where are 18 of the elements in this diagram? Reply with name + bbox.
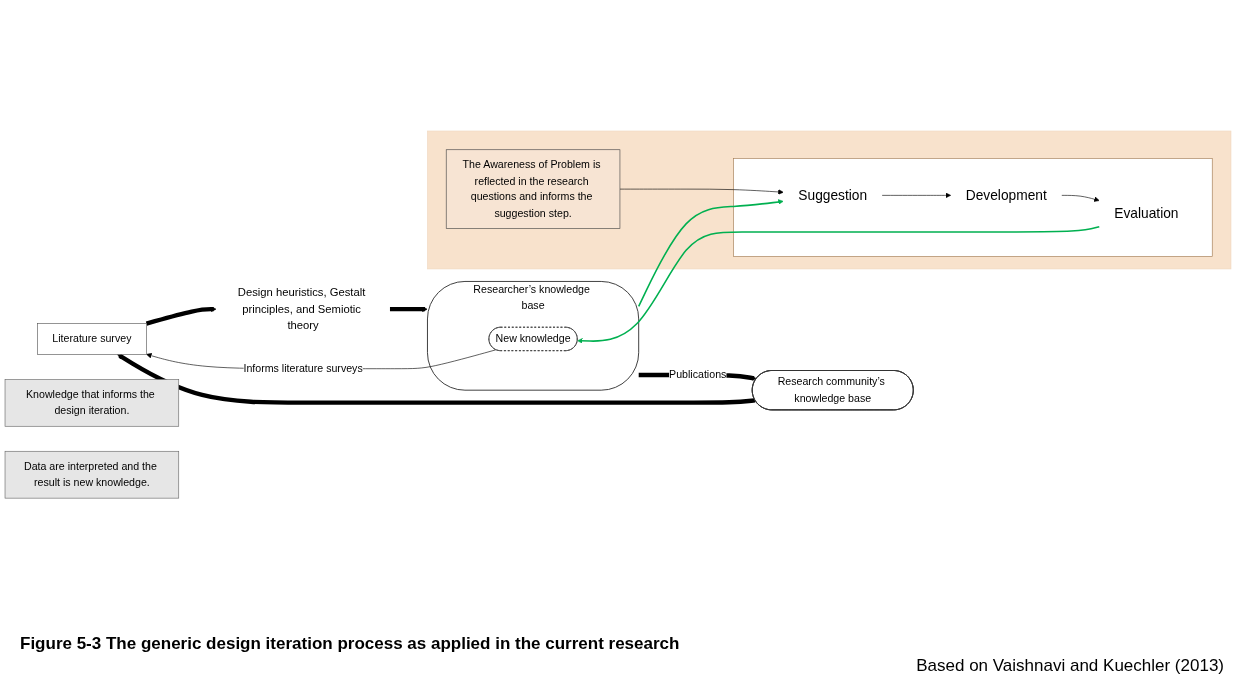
source-note: Based on Vaishnavi and Kuechler (2013) <box>916 656 1224 676</box>
edge-label: Informs literature surveys <box>243 363 363 375</box>
node-box: Data are interpreted and the result is new knowledge. <box>4 451 180 499</box>
node-text: Evaluation <box>1114 206 1179 222</box>
arrow <box>389 306 428 313</box>
cluster <box>427 131 1232 270</box>
node-text: Suggestion <box>798 187 868 204</box>
node-box: The Awareness of Problem is reflected in the research questions and informs the suggestion step. <box>445 149 621 230</box>
node-box: Knowledge that informs the design iteration. <box>4 379 180 427</box>
edge-label: Publications <box>669 369 727 382</box>
arrow <box>145 306 217 327</box>
node-box: Literature survey <box>37 323 147 356</box>
arrow <box>577 226 1101 345</box>
cluster <box>733 158 1213 258</box>
node-text: Design heuristics, Gestalt principles, and Semiotic theory <box>237 286 366 333</box>
node-text: Development <box>965 187 1047 204</box>
arrow <box>637 199 784 308</box>
figure-caption: Figure 5-3 The generic design iteration process as applied in the current research <box>19 633 681 654</box>
